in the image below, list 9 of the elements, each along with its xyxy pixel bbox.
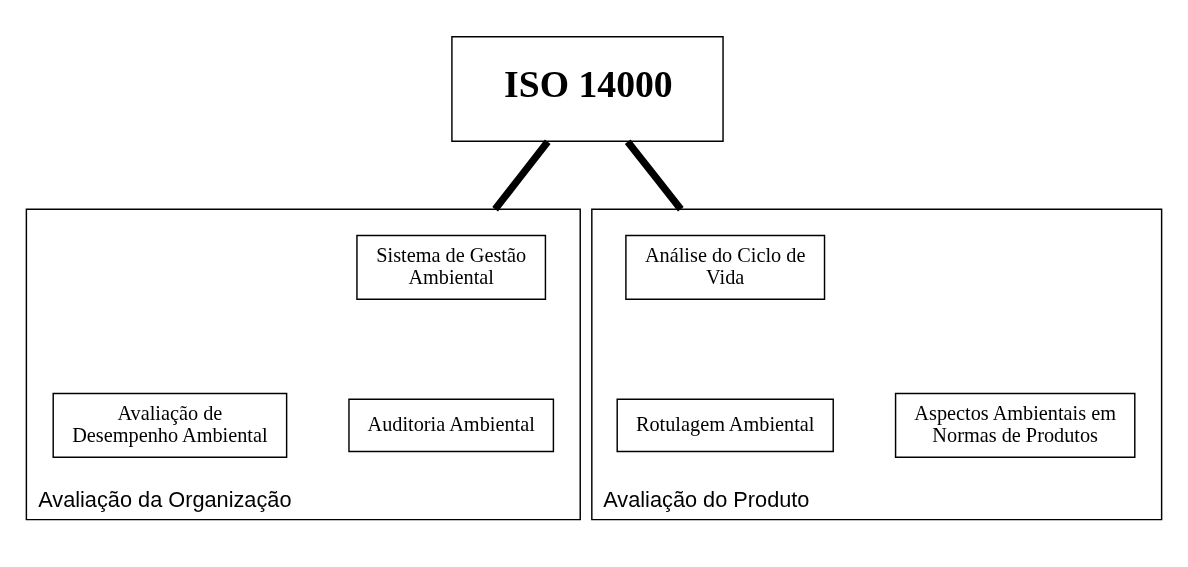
node-box: Avaliação de Desempenho Ambiental (52, 392, 288, 458)
node-box: Análise do Ciclo de Vida (625, 234, 826, 300)
node-box: Aspectos Ambientais em Normas de Produtos (894, 392, 1136, 458)
node-box: Sistema de Gestão Ambiental (356, 234, 547, 300)
node-box: Auditoria Ambiental (348, 398, 555, 452)
connector (624, 138, 684, 212)
node-box: ISO 14000 (451, 35, 724, 142)
connector (492, 138, 551, 212)
node-box: Rotulagem Ambiental (616, 398, 834, 452)
